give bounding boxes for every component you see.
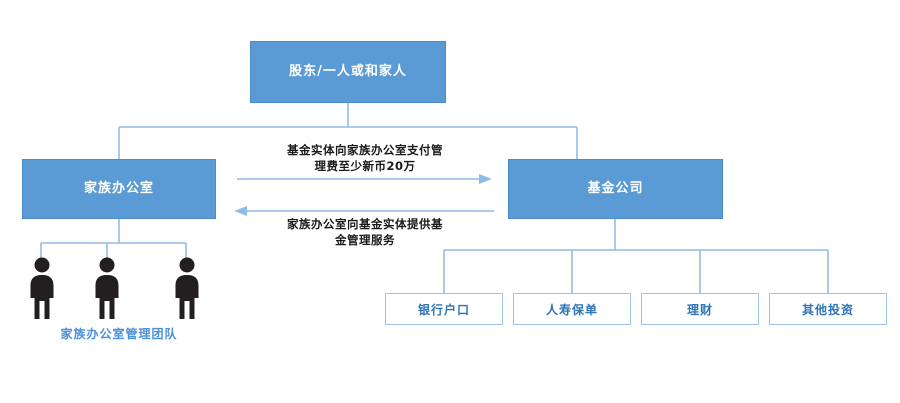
family-office-team-caption: 家族办公室管理团队: [60, 327, 178, 341]
leaf-wealth-management-label: 理财: [686, 302, 713, 317]
leaf-wealth-management[interactable]: 理财: [641, 293, 759, 325]
arrow-provide-service: [234, 206, 494, 216]
arrow-provide-service-caption-line2: 金管理服务: [335, 232, 395, 247]
node-shareholder-label: 股东/一人或和家人: [289, 63, 407, 79]
leaf-life-insurance[interactable]: 人寿保单: [513, 293, 631, 325]
node-fund-company[interactable]: 基金公司: [508, 159, 723, 219]
person-icon: [95, 257, 119, 319]
arrow-pay-fee-caption: 基金实体向家族办公室支付管 理费至少新币20万: [240, 143, 490, 174]
leaf-life-insurance-label: 人寿保单: [545, 302, 598, 317]
connector-shareholder-split: [118, 103, 578, 159]
arrow-provide-service-caption: 家族办公室向基金实体提供基 金管理服务: [240, 217, 490, 248]
person-icon: [30, 257, 54, 319]
node-family-office[interactable]: 家族办公室: [22, 159, 216, 219]
leaf-other-investment-label: 其他投资: [801, 302, 854, 317]
arrow-pay-fee-caption-line1: 基金实体向家族办公室支付管: [287, 143, 443, 157]
person-icon: [175, 257, 199, 319]
arrow-pay-fee-caption-line2: 理费至少新币20万: [314, 158, 416, 173]
node-family-office-label: 家族办公室: [83, 180, 154, 196]
connector-family-office-team: [40, 219, 187, 258]
leaf-other-investment[interactable]: 其他投资: [769, 293, 887, 325]
node-fund-company-label: 基金公司: [587, 180, 644, 196]
connector-fund-children: [443, 219, 829, 293]
leaf-bank-account[interactable]: 银行户口: [385, 293, 503, 325]
arrow-pay-fee: [237, 174, 492, 184]
leaf-bank-account-label: 银行户口: [417, 302, 470, 317]
node-shareholder[interactable]: 股东/一人或和家人: [250, 41, 446, 103]
arrow-provide-service-caption-line1: 家族办公室向基金实体提供基: [287, 217, 443, 231]
